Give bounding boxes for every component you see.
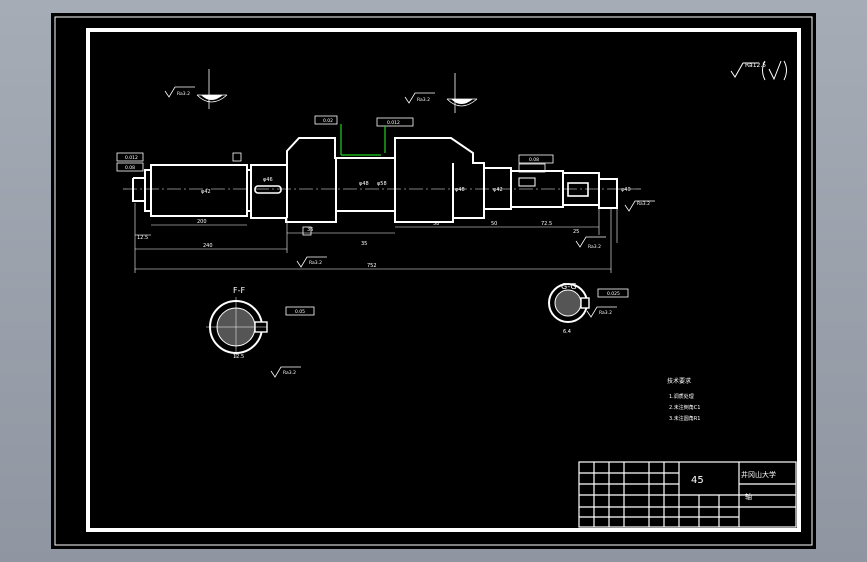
dim-36: 36 (307, 227, 313, 233)
diameter-label: φ42 (493, 187, 503, 193)
section-roughness-b: Ra3.2 (599, 310, 612, 316)
dimension-lines (134, 203, 618, 273)
groove-mark (518, 177, 536, 187)
section-label-right: G-G (561, 282, 577, 291)
dim-total-length: 752 (367, 263, 377, 269)
diameter-labels: φ42 φ46 φ48 φ58 φ48 φ42 φ40 (201, 177, 631, 195)
section-tolerance-right: 0.025 (607, 291, 620, 297)
section-width-left: 12.5 (233, 354, 244, 360)
tolerance-value: 0.02 (323, 118, 333, 124)
keyway-left (254, 185, 282, 194)
diameter-label: φ46 (263, 177, 273, 183)
section-tolerance-left: 0.05 (295, 309, 305, 315)
section-roughness-a: Ra3.2 (283, 370, 296, 376)
dim-35: 35 (361, 241, 367, 247)
tolerance-frames (116, 115, 554, 236)
diameter-label: φ48 (455, 187, 465, 193)
title-university: 井冈山大学 (741, 470, 776, 479)
roughness-note: Ra3.2 (417, 97, 430, 103)
section-label-left: F-F (233, 286, 245, 295)
dim-left-overall: 240 (203, 243, 213, 249)
detail-view-right (446, 73, 478, 113)
section-roughness-symbol (270, 366, 301, 378)
title-part-name: 轴 (745, 492, 752, 501)
sheet-inner-border (86, 28, 801, 532)
section-width-right: 6.4 (563, 329, 571, 335)
roughness-note: Ra3.2 (309, 260, 322, 266)
section-roughness-symbol (586, 306, 617, 318)
dim-12-5: 12.5 (137, 235, 148, 241)
tech-requirements-title: 技术要求 (667, 377, 691, 385)
dim-72-5: 72.5 (541, 221, 552, 227)
tech-requirement-line: 1.调质处理 (669, 393, 694, 400)
general-roughness-label: Ra12.5 (745, 62, 766, 69)
diameter-label: φ40 (621, 187, 631, 193)
roughness-note: Ra3.2 (588, 244, 601, 250)
keyway-right (567, 182, 589, 197)
detail-hatch (201, 95, 223, 100)
diameter-label: φ42 (201, 189, 211, 195)
title-block (578, 461, 797, 528)
tolerance-value: 0.012 (387, 120, 400, 126)
detail-view-left (196, 69, 228, 109)
sheet-outer-border (54, 16, 813, 546)
shaft-outline (132, 137, 618, 223)
diameter-label: φ48 (359, 181, 369, 187)
title-material: 45 (691, 475, 704, 486)
roughness-symbols (164, 86, 655, 268)
general-roughness-symbol (730, 60, 787, 81)
section-tolerance-frame (285, 306, 315, 316)
cad-viewport[interactable]: Ra12.5 φ42 φ46 φ48 φ58 φ48 φ42 φ40 (51, 13, 816, 549)
tech-requirement-line: 2.未注倒角C1 (669, 404, 700, 411)
section-hatch-right (554, 289, 582, 317)
dim-25: 25 (573, 229, 579, 235)
roughness-note: Ra3.2 (637, 201, 650, 207)
section-keyway-right (580, 297, 590, 309)
diameter-label: φ58 (377, 181, 387, 187)
tolerance-value: 0.012 (125, 155, 138, 161)
dim-200: 200 (197, 219, 207, 225)
dim-58: 58 (433, 221, 439, 227)
section-tolerance-frame (597, 288, 629, 298)
tolerance-value: 0.08 (125, 165, 135, 171)
roughness-note: Ra3.2 (177, 91, 190, 97)
detail-hatch (451, 99, 473, 104)
dim-50: 50 (491, 221, 497, 227)
tech-requirement-line: 3.未注圆角R1 (669, 415, 700, 422)
tolerance-value: 0.08 (529, 157, 539, 163)
drawing-sheet: Ra12.5 φ42 φ46 φ48 φ58 φ48 φ42 φ40 (54, 16, 813, 546)
